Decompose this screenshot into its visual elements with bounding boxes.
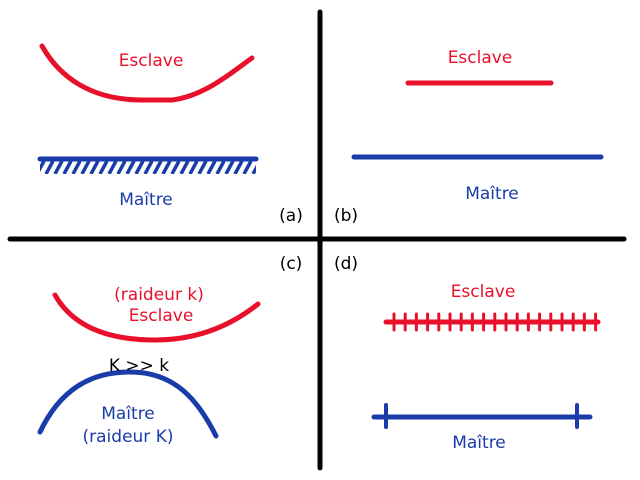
hatch-mark [242,161,253,174]
hatch-mark [53,161,64,174]
c-stiffness-relation: K >> k [108,356,170,376]
a-slave-label: Esclave [118,51,184,71]
hatch-mark [215,161,226,174]
c-master-stiffness-label: (raideur K) [82,427,174,447]
hatch-mark [251,164,256,174]
c-slave-label: Esclave [128,306,194,326]
a-master-label: Maître [119,190,173,210]
a-slave-curve [39,43,255,103]
a-master-hatching [40,161,256,174]
a-quadrant-tag: (a) [279,206,303,226]
hatch-mark [233,161,244,174]
c-master-label: Maître [101,404,155,424]
hatch-mark [62,161,73,174]
hatch-mark [107,161,118,174]
hatch-mark [116,161,127,174]
hatch-mark [188,161,199,174]
hatch-mark [224,161,235,174]
b-master-label: Maître [465,184,519,204]
hatch-mark [125,161,136,174]
hatch-mark [152,161,163,174]
hatch-mark [98,161,109,174]
hatch-mark [89,161,100,174]
b-slave-label: Esclave [447,48,513,68]
hatch-mark [44,161,55,174]
hatch-mark [161,161,172,174]
c-master-arch [37,369,219,439]
hatch-mark [206,161,217,174]
hatch-mark [170,161,181,174]
hatch-mark [197,161,208,174]
hatch-mark [40,161,46,173]
hatch-mark [134,161,145,174]
c-quadrant-tag: (c) [279,254,303,274]
d-slave-ticks [392,312,598,332]
hatch-mark [80,161,91,174]
b-quadrant-tag: (b) [333,206,359,226]
d-master-label: Maître [452,433,506,453]
d-quadrant-tag: (d) [333,254,359,274]
hatch-mark [143,161,154,174]
d-slave-label: Esclave [450,282,516,302]
hatch-mark [71,161,82,174]
c-slave-curve [52,292,261,343]
c-slave-stiffness-label: (raideur k) [114,285,204,305]
hatch-mark [179,161,190,174]
